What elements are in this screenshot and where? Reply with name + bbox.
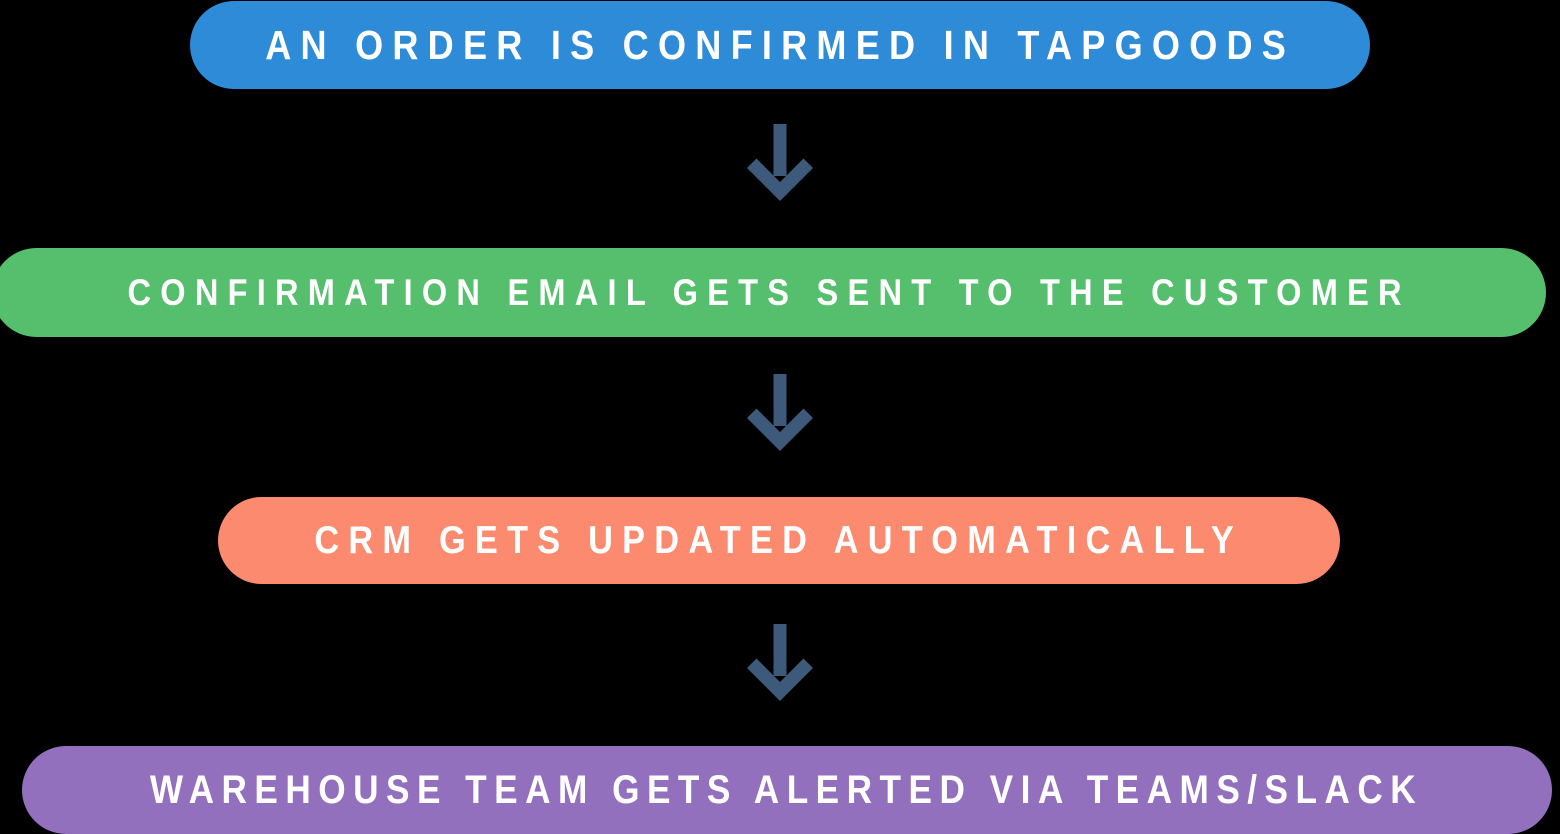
flow-step-crm-updated: CRM GETS UPDATED AUTOMATICALLY xyxy=(218,497,1340,584)
flow-step-warehouse-alerted: WAREHOUSE TEAM GETS ALERTED VIA TEAMS/SL… xyxy=(22,746,1552,834)
flow-step-order-confirmed: AN ORDER IS CONFIRMED IN TAPGOODS xyxy=(190,1,1370,89)
arrow-down-icon xyxy=(743,624,817,706)
flow-step-label-warehouse-alerted: WAREHOUSE TEAM GETS ALERTED VIA TEAMS/SL… xyxy=(150,768,1424,812)
arrow-down-icon xyxy=(743,124,817,206)
arrow-down-icon xyxy=(743,374,817,456)
flow-step-label-confirmation-email: CONFIRMATION EMAIL GETS SENT TO THE CUST… xyxy=(127,272,1411,313)
flow-step-confirmation-email: CONFIRMATION EMAIL GETS SENT TO THE CUST… xyxy=(0,248,1546,337)
flow-step-label-crm-updated: CRM GETS UPDATED AUTOMATICALLY xyxy=(314,519,1244,562)
flow-step-label-order-confirmed: AN ORDER IS CONFIRMED IN TAPGOODS xyxy=(265,21,1295,68)
